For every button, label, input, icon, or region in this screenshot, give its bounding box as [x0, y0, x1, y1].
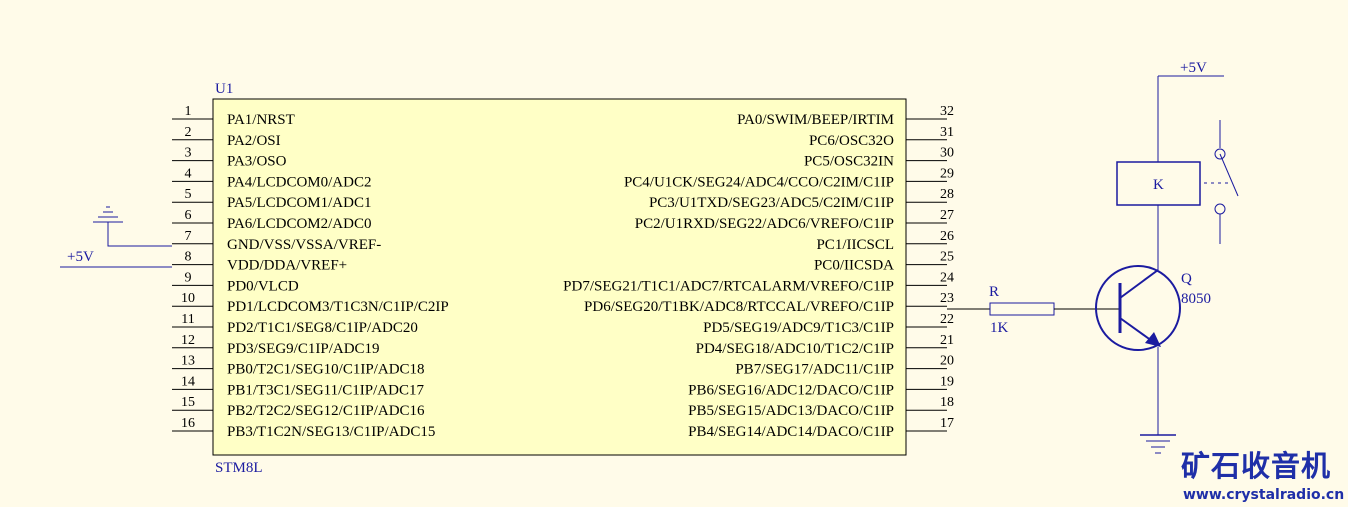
right-pin-21-number: 21 — [940, 333, 954, 348]
left-pin-10-number: 10 — [181, 291, 195, 306]
transistor-value: 8050 — [1181, 291, 1211, 307]
resistor-value: 1K — [990, 320, 1009, 336]
power-label-right: +5V — [1180, 60, 1207, 76]
left-pin-12-number: 12 — [181, 333, 195, 348]
emitter-arrow — [1145, 332, 1161, 347]
right-pin-29-label: PC4/U1CK/SEG24/ADC4/CCO/C2IM/C1IP — [624, 174, 894, 190]
left-pin-6-label: PA6/LCDCOM2/ADC0 — [227, 216, 371, 232]
relay-switch — [1204, 120, 1239, 244]
right-pin-18-label: PB5/SEG15/ADC13/DACO/C1IP — [688, 403, 894, 419]
left-pin-10-label: PD1/LCDCOM3/T1C3N/C1IP/C2IP — [227, 299, 449, 315]
ground-symbol-left — [93, 206, 172, 247]
right-pin-24-number: 24 — [940, 270, 954, 285]
left-pin-13-label: PB0/T2C1/SEG10/C1IP/ADC18 — [227, 362, 425, 378]
chip-body — [212, 98, 907, 456]
left-pin-8-number: 8 — [185, 250, 192, 265]
left-pin-1-label: PA1/NRST — [227, 112, 295, 128]
transistor-envelope — [1095, 265, 1181, 351]
right-pin-31-number: 31 — [940, 125, 954, 140]
gnd-wire — [107, 222, 172, 247]
watermark-url: www.crystalradio.cn — [1183, 487, 1344, 503]
left-pin-2-label: PA2/OSI — [227, 133, 281, 149]
left-pin-9-label: PD0/VLCD — [227, 278, 299, 294]
ground-symbol-right — [1140, 347, 1176, 454]
watermark-title: 矿石收音机 — [1181, 449, 1331, 483]
right-pin-27-label: PC2/U1RXD/SEG22/ADC6/VREFO/C1IP — [635, 216, 894, 232]
right-pin-17-label: PB4/SEG14/ADC14/DACO/C1IP — [688, 424, 894, 440]
right-pin-22-number: 22 — [940, 312, 954, 327]
right-pin-23-number: 23 — [940, 291, 954, 306]
left-pin-11-number: 11 — [181, 312, 194, 327]
right-pin-19-label: PB6/SEG16/ADC12/DACO/C1IP — [688, 382, 894, 398]
resistor-body — [989, 302, 1055, 316]
right-pin-20-label: PB7/SEG17/ADC11/C1IP — [735, 362, 894, 378]
right-pin-30-number: 30 — [940, 146, 954, 161]
right-pin-31-label: PC6/OSC32O — [809, 133, 894, 149]
right-pin-32-number: 32 — [940, 104, 954, 119]
left-pin-7-number: 7 — [185, 229, 192, 244]
switch-blade — [1219, 153, 1239, 197]
left-pin-5-label: PA5/LCDCOM1/ADC1 — [227, 195, 371, 211]
left-pin-12-label: PD3/SEG9/C1IP/ADC19 — [227, 341, 380, 357]
right-pin-27-number: 27 — [940, 208, 954, 223]
watermark-logo: 矿石收音机 www.crystalradio.cn — [1181, 449, 1344, 503]
left-pin-13-number: 13 — [181, 354, 195, 369]
right-pin-20-number: 20 — [940, 354, 954, 369]
right-pin-22-label: PD5/SEG19/ADC9/T1C3/C1IP — [703, 320, 894, 336]
right-pin-19-number: 19 — [940, 374, 954, 389]
transistor-collector-leg — [1119, 269, 1159, 299]
right-pin-24-label: PD7/SEG21/T1C1/ADC7/RTCALARM/VREFO/C1IP — [563, 278, 894, 294]
left-pin-2-number: 2 — [185, 125, 192, 140]
right-pin-28-number: 28 — [940, 187, 954, 202]
left-pin-4-label: PA4/LCDCOM0/ADC2 — [227, 174, 371, 190]
right-pin-26-number: 26 — [940, 229, 954, 244]
left-pin-9-number: 9 — [185, 270, 192, 285]
right-pin-29-number: 29 — [940, 166, 954, 181]
left-pin-7-label: GND/VSS/VSSA/VREF- — [227, 237, 381, 253]
base-drive-net — [947, 302, 1120, 316]
left-pin-14-number: 14 — [181, 374, 195, 389]
transistor-emitter-leg — [1119, 317, 1153, 342]
right-pin-32-label: PA0/SWIM/BEEP/IRTIM — [737, 112, 894, 128]
left-pin-15-number: 15 — [181, 395, 195, 410]
left-pin-8-label: VDD/DDA/VREF+ — [227, 258, 347, 274]
left-pin-14-label: PB1/T3C1/SEG11/C1IP/ADC17 — [227, 382, 424, 398]
resistor-designator: R — [989, 284, 999, 300]
npn-transistor — [1095, 265, 1181, 351]
transistor-designator: Q — [1181, 271, 1192, 287]
left-pin-4-number: 4 — [185, 166, 192, 181]
left-pin-6-number: 6 — [185, 208, 192, 223]
right-pin-17-number: 17 — [940, 416, 954, 431]
left-pin-3-number: 3 — [185, 146, 192, 161]
right-pin-25-number: 25 — [940, 250, 954, 265]
power-net-left: +5V — [60, 249, 172, 268]
left-pin-3-label: PA3/OSO — [227, 154, 287, 170]
right-pin-21-label: PD4/SEG18/ADC10/T1C2/C1IP — [696, 341, 894, 357]
left-pin-16-number: 16 — [181, 416, 195, 431]
chip-part-name: STM8L — [215, 460, 263, 476]
right-pin-28-label: PC3/U1TXD/SEG23/ADC5/C2IM/C1IP — [649, 195, 894, 211]
chip-designator: U1 — [215, 81, 233, 97]
switch-bottom-contact — [1214, 203, 1226, 215]
left-pin-15-label: PB2/T2C2/SEG12/C1IP/ADC16 — [227, 403, 425, 419]
relay-designator: K — [1153, 177, 1164, 193]
power-label-left: +5V — [67, 249, 94, 265]
right-pin-23-label: PD6/SEG20/T1BK/ADC8/RTCCAL/VREFO/C1IP — [584, 299, 894, 315]
right-pin-25-label: PC0/IICSDA — [814, 258, 894, 274]
right-pin-18-number: 18 — [940, 395, 954, 410]
left-pin-11-label: PD2/T1C1/SEG8/C1IP/ADC20 — [227, 320, 418, 336]
left-pin-5-number: 5 — [185, 187, 192, 202]
left-pin-16-label: PB3/T1C2N/SEG13/C1IP/ADC15 — [227, 424, 435, 440]
right-pin-30-label: PC5/OSC32IN — [804, 154, 894, 170]
relay-net — [1116, 75, 1224, 270]
left-pin-1-number: 1 — [185, 104, 192, 119]
right-pin-26-label: PC1/IICSCL — [816, 237, 894, 253]
